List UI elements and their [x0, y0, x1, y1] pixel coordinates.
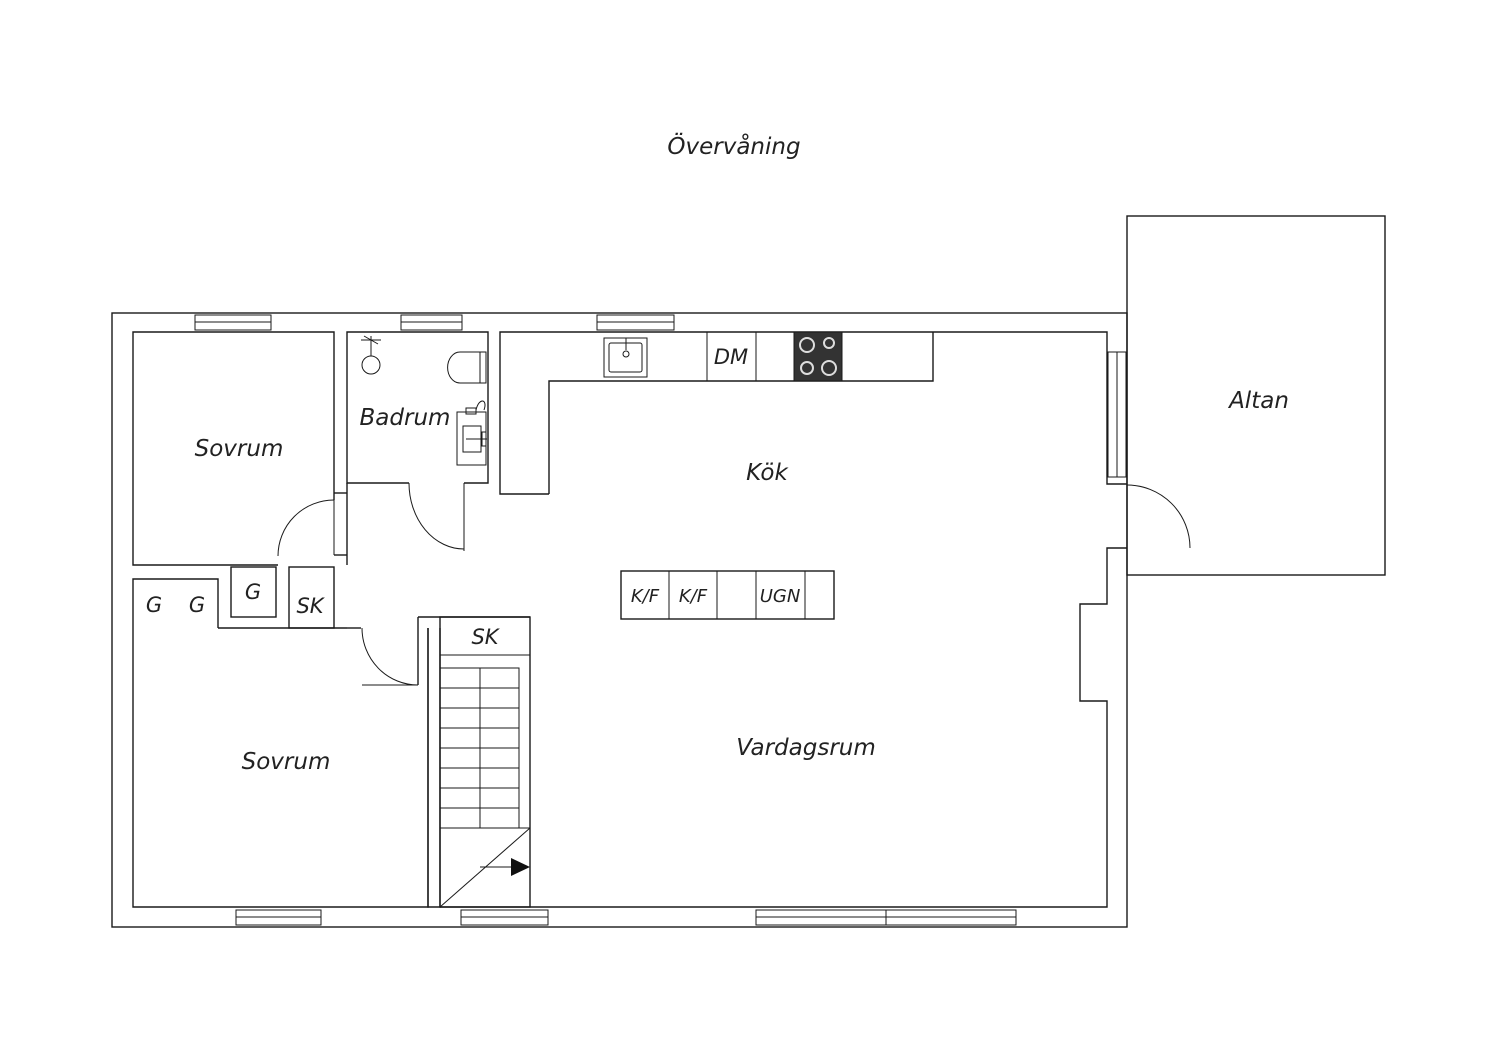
room-label-sovrum: Sovrum: [242, 749, 331, 775]
door-terrace: [1126, 484, 1191, 549]
kitchen-counter: DM: [548, 331, 934, 494]
door-bathroom: [408, 482, 465, 551]
kitchen-sink-icon: [603, 337, 648, 378]
door-bedroom-top: [277, 499, 335, 557]
stove-icon: [793, 331, 843, 382]
closets: G G G SK: [132, 566, 361, 629]
staircase: SK: [427, 616, 531, 908]
room-label-altan: Altan: [1227, 388, 1289, 414]
room-label-kok: Kök: [746, 460, 789, 486]
dishwasher-label: DM: [714, 345, 748, 369]
bedroom-bottom: [132, 616, 530, 908]
room-label-sovrum: Sovrum: [195, 436, 284, 462]
bathroom: [334, 331, 489, 565]
outer-walls: [111, 312, 1128, 928]
closet-label: SK: [296, 594, 325, 618]
windows: [194, 314, 1127, 926]
wardrobe-label: G: [189, 593, 205, 617]
room-label-vardagsrum: Vardagsrum: [736, 735, 876, 761]
fridge-freezer-label: K/F: [631, 586, 660, 607]
kitchen-island: K/F K/F UGN: [620, 570, 835, 620]
bedroom-top: [132, 331, 347, 566]
wardrobe-label: G: [146, 593, 162, 617]
stair-closet-label: SK: [471, 625, 500, 649]
door-bedroom-bottom: [361, 627, 419, 686]
fridge-freezer-label: K/F: [679, 586, 708, 607]
sink-icon: [456, 400, 487, 466]
shower-icon: [361, 335, 381, 375]
plan-title: Övervåning: [667, 132, 800, 160]
stair-arrow-icon: [511, 858, 530, 876]
altan-area: [1126, 215, 1386, 576]
toilet-icon: [447, 351, 487, 384]
wardrobe-label: G: [245, 580, 261, 604]
oven-label: UGN: [760, 586, 801, 607]
room-label-badrum: Badrum: [360, 405, 451, 431]
